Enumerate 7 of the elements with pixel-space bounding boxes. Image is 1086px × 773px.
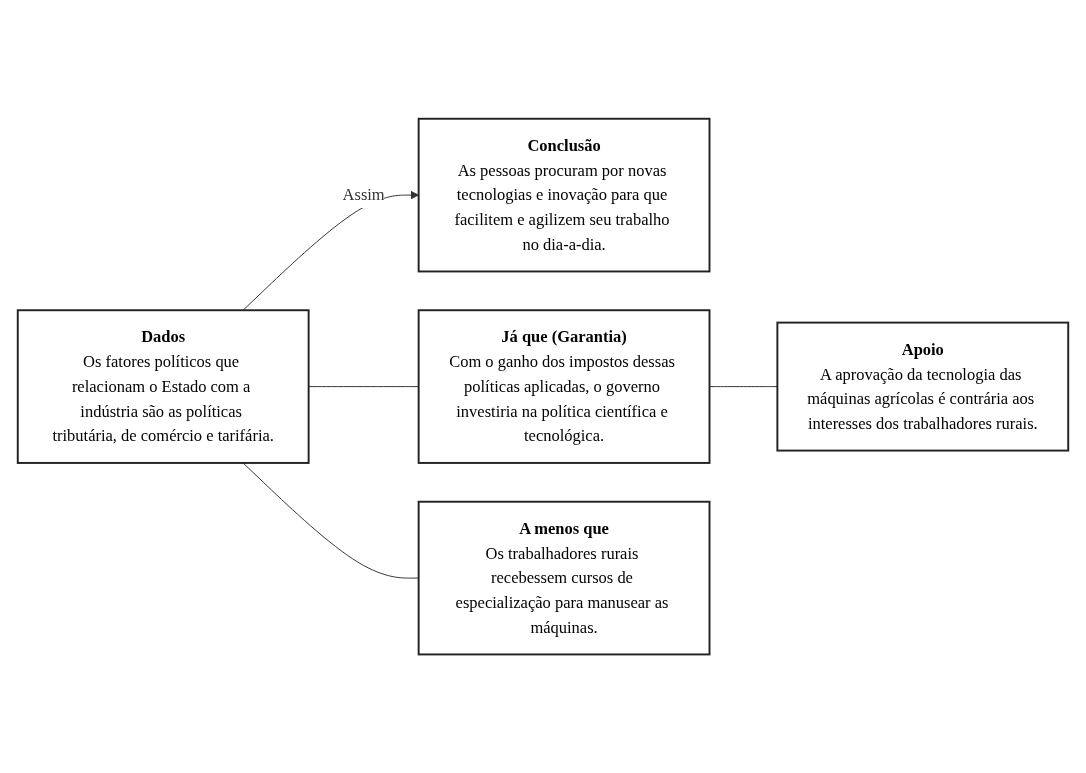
node-box: A menos que Os trabalhadores rurais recebessem cursos de especialização para manusear as máquinas. [417,500,711,656]
node-box: Dados Os fatores políticos que relacionam o Estado com a indústria são as políticas tributária, de comércio e tarifária. [16,309,310,464]
connector [709,386,778,387]
node-box: Apoio A aprovação da tecnologia das máquinas agrícolas é contrária aos interesses dos trabalhadores rurais. [776,321,1070,452]
node-box: Já que (Garantia) Com o ganho dos impostos dessas políticas aplicadas, o governo investiria na política científica e tecnológica. [417,309,711,464]
edge-label: Assim [342,185,385,204]
node-box: Conclusão As pessoas procuram por novas tecnologias e inovação para que facilitem e agilizem seu trabalho no dia-a-dia. [417,117,711,273]
